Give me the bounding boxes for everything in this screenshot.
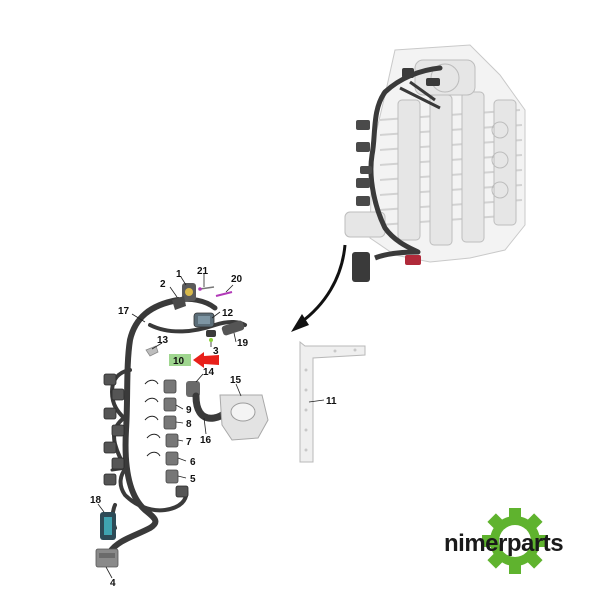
callout-5: 5 [190,474,196,485]
assembly-arrow [291,244,347,332]
brand-name: nimerparts [444,530,563,557]
pin-part-20 [215,291,233,297]
highlight-box [169,354,191,366]
callout-13: 13 [157,335,169,346]
brand-logo: nimerparts [444,508,564,574]
callout-18: 18 [90,495,102,506]
callout-7: 7 [186,437,192,448]
callout-14: 14 [203,367,215,378]
callout-17: 17 [118,306,130,317]
callout-9: 9 [186,405,192,416]
grommet-part-15 [219,394,269,441]
harness-connectors [103,373,189,498]
connector-part-1 [182,283,196,301]
callout-15: 15 [230,375,242,386]
callout-1: 1 [176,269,182,280]
callout-3: 3 [213,346,219,357]
callout-labels: 1 2 3 4 5 6 7 8 9 10 11 12 13 14 15 16 1… [90,266,337,589]
callout-8: 8 [186,419,192,430]
callout-19: 19 [237,338,249,349]
callout-10: 10 [173,356,185,367]
leader-lines [97,274,325,579]
connector-part-3 [206,330,216,342]
connector-part-2 [172,296,186,310]
callout-20: 20 [231,274,243,285]
connector-part-4 [95,548,119,568]
callout-16: 16 [200,435,212,446]
callout-12: 12 [222,308,234,319]
callout-2: 2 [160,279,166,290]
clip-part-13 [145,345,159,357]
callout-11: 11 [326,396,337,407]
connector-part-19 [221,320,245,336]
callout-21: 21 [197,266,209,277]
callout-6: 6 [190,457,196,468]
connector-part-12 [193,312,215,328]
connector-part-18 [100,512,116,540]
red-pointer-arrow [193,352,219,368]
valve-body-assembly [344,44,526,282]
callout-4: 4 [110,578,116,589]
small-connectors [144,379,179,484]
bracket-part [299,340,366,463]
pin-part-21 [198,286,215,291]
